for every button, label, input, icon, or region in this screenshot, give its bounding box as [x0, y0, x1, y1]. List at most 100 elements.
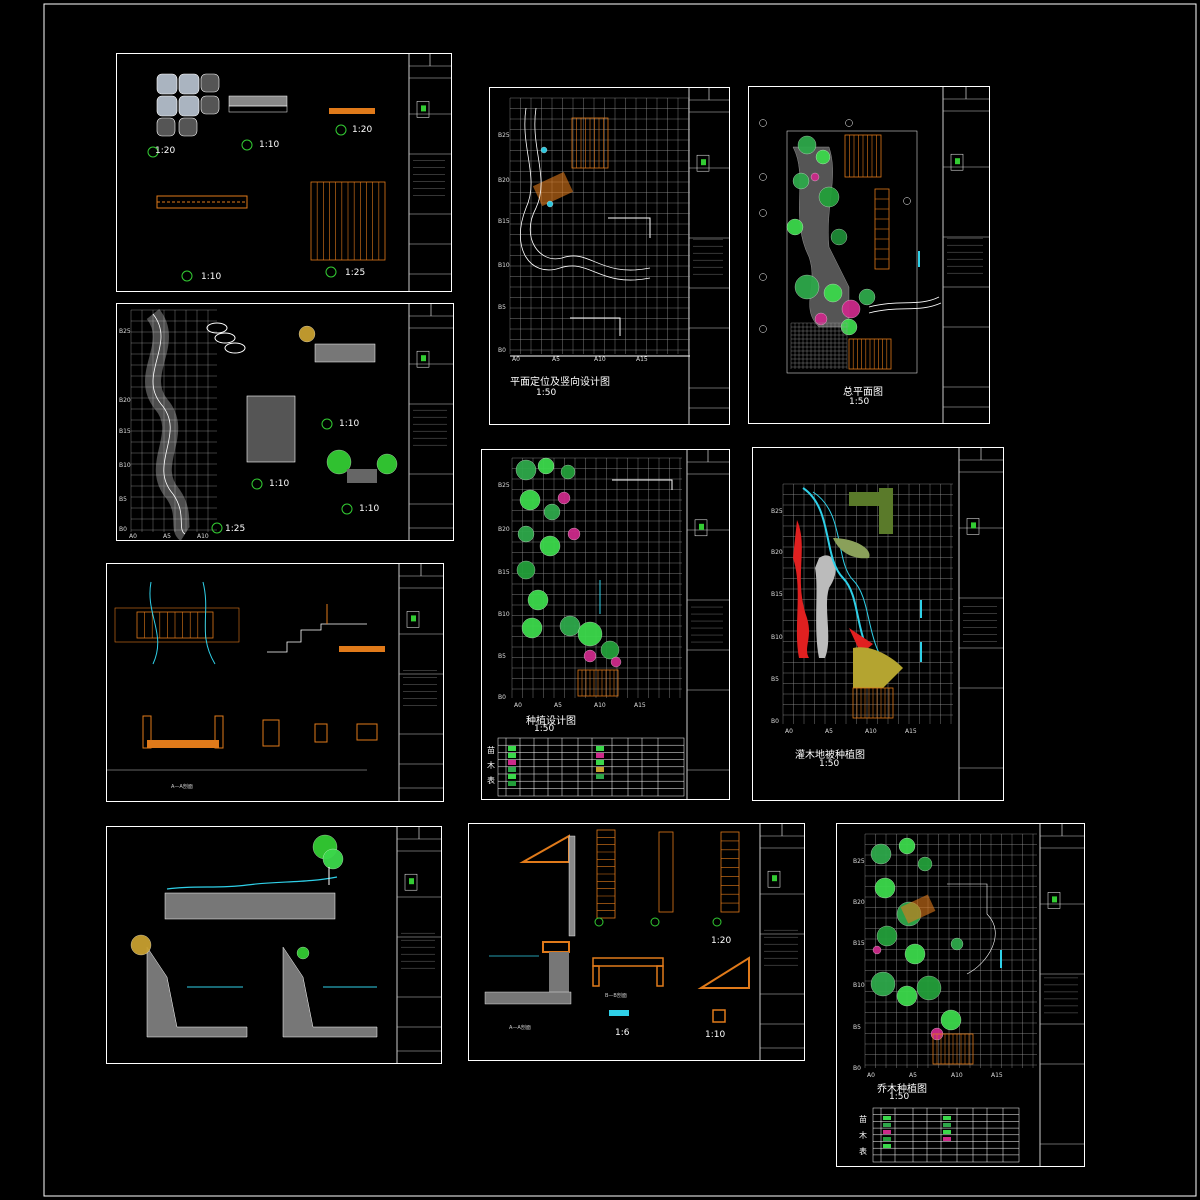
bridge-section-label: A—A剖面 [171, 784, 193, 790]
tree-scale: 1:50 [889, 1092, 910, 1102]
key-plan-mark [955, 158, 960, 165]
rock-outline [206, 322, 228, 334]
shrub-tick-y: B20 [771, 549, 783, 556]
shrub-tick-y: B0 [771, 718, 779, 725]
plant-symbol [296, 946, 310, 960]
shrub-mass-red [793, 520, 809, 658]
deck-scale-2: 1:6 [615, 1028, 630, 1038]
shrub-tick-x: A10 [865, 728, 877, 735]
timber-bridge [900, 894, 936, 924]
plant-symbol [521, 617, 543, 639]
master-plan-drawing [759, 87, 989, 423]
paver-tile [156, 73, 178, 95]
plan-tick-y: B20 [498, 177, 510, 184]
tree-tick-y: B15 [853, 940, 865, 947]
legend-swatch [943, 1130, 951, 1134]
rock-outline [224, 342, 246, 354]
tree-tick-x: A10 [951, 1072, 963, 1079]
legend-swatch [596, 753, 604, 758]
detail-scale-4: 1:10 [201, 272, 222, 282]
planting-tick-y: B5 [498, 653, 506, 660]
deck-scale-1: 1:20 [711, 936, 732, 946]
planting-table-side: 表 [487, 776, 495, 785]
stream-tick-y: B15 [119, 428, 131, 435]
legend-swatch [596, 767, 604, 772]
shrub-symbol [298, 325, 316, 343]
detail-marker [325, 266, 337, 278]
plant-symbol [810, 172, 820, 182]
detail-marker [251, 478, 263, 490]
shrub-planting-drawing [782, 448, 1003, 800]
bridge-base [339, 646, 385, 652]
detail-marker [321, 418, 333, 430]
bench-leg [656, 965, 664, 987]
grid [130, 309, 217, 532]
stream-tick-x: A0 [129, 533, 137, 540]
key-plan-box [966, 518, 980, 535]
legend-swatch [508, 753, 516, 758]
detail-marker [650, 917, 660, 927]
groundcover-mass [853, 647, 903, 688]
tree-symbol [322, 848, 344, 870]
tree-schedule-table [872, 1107, 1020, 1163]
plant-symbol [546, 200, 554, 208]
plant-symbol [916, 975, 942, 1001]
key-plan-box [767, 870, 781, 888]
plan-tick-x: A5 [552, 356, 560, 363]
plan-tick-y: B10 [498, 262, 510, 269]
plant-symbol [794, 274, 820, 300]
plant-symbol [559, 615, 581, 637]
tree-title: 乔木种植图 [877, 1084, 927, 1095]
legend-swatch [596, 746, 604, 751]
plan-layout-sheet: 平面定位及竖向设计图 1:50 B25 B20 B15 B10 B5 B0 A0… [489, 87, 730, 425]
stream-detail-scale: 1:10 [269, 479, 290, 489]
key-plan-box [1047, 892, 1061, 909]
master-plan-title: 总平面图 [843, 387, 883, 398]
tree-pit-scale: 1:10 [359, 504, 380, 514]
plant-symbol [567, 527, 581, 541]
tree-table-side: 苗 [859, 1115, 867, 1124]
plant-symbol [519, 489, 541, 511]
key-plan-mark [411, 615, 416, 622]
tree-symbol [326, 449, 352, 475]
paver-tile [178, 95, 200, 117]
paver-tile [156, 117, 176, 137]
stream-edge [202, 581, 216, 665]
shrub-tick-y: B25 [771, 508, 783, 515]
master-plan-sheet: 总平面图 1:50 [748, 86, 990, 424]
plant-symbol [610, 656, 622, 668]
plant-symbol [870, 971, 896, 997]
plant-symbol [818, 186, 840, 208]
planting-title: 种植设计图 [526, 716, 576, 727]
shrub-symbol [130, 934, 152, 956]
key-plan-mark [699, 523, 704, 530]
joint-detail [262, 719, 280, 747]
legend-swatch [508, 774, 516, 779]
timber-bridge [532, 171, 574, 207]
planting-tick-y: B20 [498, 526, 510, 533]
key-plan-box [416, 101, 430, 118]
grid [509, 97, 690, 354]
shrub-tick-y: B15 [771, 591, 783, 598]
plant-symbol [870, 843, 892, 865]
bench-leg [592, 965, 600, 987]
stream-edge [868, 302, 942, 314]
master-plan-scale: 1:50 [849, 397, 870, 407]
deck-section-a: A—A剖面 [509, 1025, 531, 1031]
shrub-mass-red [849, 628, 873, 654]
paving-detail-sheet: 1:20 1:10 1:20 1:10 1:25 [116, 53, 452, 292]
stream-section-right [282, 946, 378, 1038]
bridge-boundary [114, 607, 240, 643]
key-plan-mark [701, 159, 706, 166]
stream-tick-y: B25 [119, 328, 131, 335]
plant-symbol [896, 985, 918, 1007]
seat-section [542, 941, 570, 953]
detail-scale-3: 1:20 [352, 125, 373, 135]
legend-swatch [943, 1116, 951, 1120]
callout-marker [759, 119, 767, 127]
paving-base [228, 105, 288, 113]
paving-detail-drawing [147, 54, 451, 291]
shrub-tick-x: A5 [825, 728, 833, 735]
stream-section-scale: 1:10 [339, 419, 360, 429]
